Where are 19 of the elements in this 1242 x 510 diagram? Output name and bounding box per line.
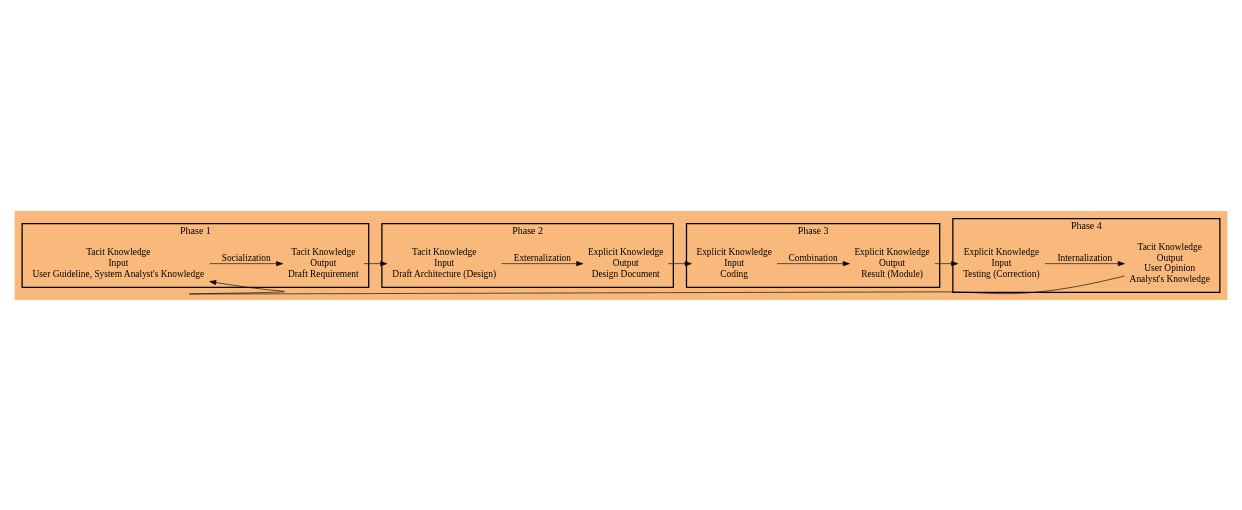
arrow [501, 260, 584, 266]
arrow [363, 260, 388, 266]
arrow [209, 260, 284, 266]
node-text: Tacit Knowledge Input Draft Architecture (Design) [392, 246, 497, 278]
edge-label: Socialization [221, 252, 271, 263]
node-text: Explicit Knowledge Input Coding [696, 246, 772, 278]
node-text: Explicit Knowledge Input Testing (Correction) [963, 246, 1040, 278]
arrow [776, 260, 850, 266]
edge-label: Internalization [1057, 252, 1113, 263]
edge-label: Externalization [513, 252, 572, 263]
node-text: Tacit Knowledge Input User Guideline, System Analyst's Knowledge [32, 246, 205, 278]
node-text: Explicit Knowledge Output Result (Module) [854, 246, 930, 278]
node-text: Tacit Knowledge Output User Opinion Analyst's Knowledge [1129, 241, 1210, 284]
edge-label: Combination [788, 252, 838, 263]
arrow [934, 260, 959, 266]
node-text: Tacit Knowledge Output Draft Requirement [287, 246, 359, 278]
arrow [1044, 260, 1125, 266]
node-text: Explicit Knowledge Output Design Document [588, 246, 664, 278]
arrow [668, 260, 692, 266]
